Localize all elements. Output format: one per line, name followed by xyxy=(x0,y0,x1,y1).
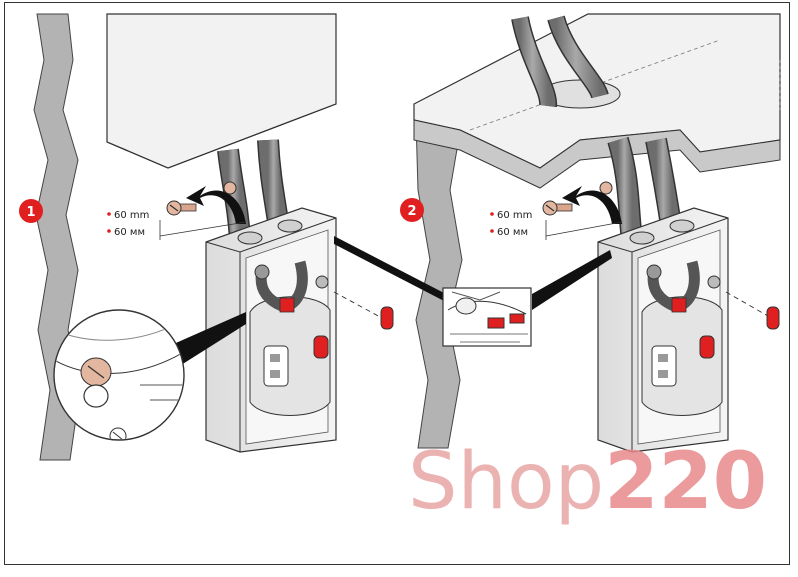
step-2-number: 2 xyxy=(407,204,416,219)
step-1-number: 1 xyxy=(26,205,35,220)
dimension-label-mm-cyrillic-2: 60 мм xyxy=(497,227,528,238)
appliance-housing xyxy=(106,13,337,169)
dimension-label-mm-cyrillic: 60 мм xyxy=(114,227,145,238)
dimension-label-mm: 60 mm xyxy=(114,210,149,221)
socket-box xyxy=(205,207,337,453)
shop-watermark: Shop220 xyxy=(408,437,767,527)
release-tab-red-2 xyxy=(699,335,715,359)
mounting-screw xyxy=(166,181,237,216)
step-2-panel: 60 mm 60 мм 2 xyxy=(400,13,781,453)
step-1-panel: 60 mm 60 мм 1 xyxy=(19,13,337,461)
rotate-arrow xyxy=(186,186,246,224)
wall-section-right xyxy=(415,119,463,449)
watermark-bold: 220 xyxy=(604,437,767,527)
red-plug-2 xyxy=(766,306,780,330)
watermark-light: Shop xyxy=(408,437,604,527)
diagram-border xyxy=(4,2,790,565)
dimension-label-mm-2: 60 mm xyxy=(497,210,532,221)
step-1-badge: 1 xyxy=(19,199,43,223)
mounting-screw-2 xyxy=(542,181,613,216)
rotate-arrow-2 xyxy=(562,186,622,224)
socket-box-2 xyxy=(597,207,729,453)
dimension-marker-2 xyxy=(490,212,623,240)
red-plug-guides xyxy=(333,291,780,330)
step-2-badge: 2 xyxy=(400,198,424,222)
dimension-marker-1 xyxy=(107,212,247,240)
detail-zoom-callout xyxy=(53,309,246,441)
red-plug-1 xyxy=(380,306,394,330)
release-tab-red xyxy=(313,335,329,359)
detail-rect-callout xyxy=(334,236,612,347)
